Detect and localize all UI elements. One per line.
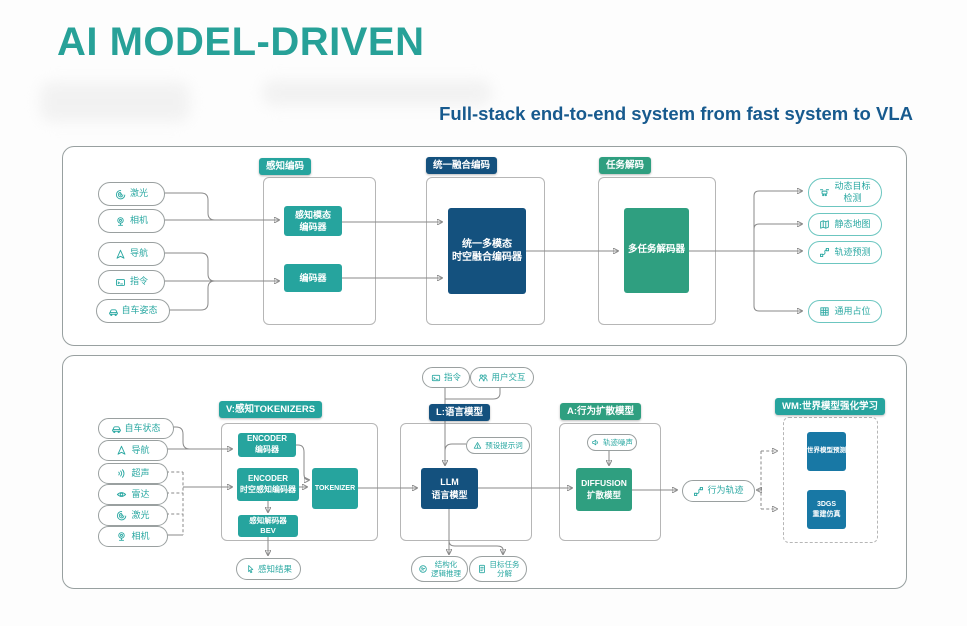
pill-label: 行为轨迹 [707,485,744,496]
output-pill-dynamic-target-detection: 动态目标 检测 [808,178,882,207]
background-smudge [40,82,190,122]
badge-perception-encoding: 感知编码 [259,158,312,175]
lidar-icon [115,189,126,200]
output-pill-general-occupancy: 通用占位 [808,300,882,323]
badge-task-decoding: 任务解码 [599,157,652,174]
pill-label: 雷达 [131,488,150,499]
pill-label: 指令 [129,276,148,287]
top-pill-user-interaction: 用户交互 [470,367,534,388]
badge-language-model: L:语言模型 [429,404,490,421]
badge-world-model-rl: WM:世界模型强化学习 [775,398,886,415]
ultrasonic-icon [116,468,127,479]
input-pill-lidar: 激光 [98,505,168,526]
reasoning-icon [418,564,428,574]
input-pill-camera: 相机 [98,209,165,233]
badge-behavior-diffusion-model: A:行为扩散模型 [560,403,642,420]
output-pill-trajectory-prediction: 轨迹预测 [808,241,882,264]
input-pill-ego-pose: 自车姿态 [96,299,170,323]
users-icon [478,373,488,383]
radar-icon [116,489,127,500]
input-pill-ultrasonic: 超声 [98,463,168,484]
pointer-icon [245,564,255,574]
badge-perception-tokenizers: V:感知TOKENIZERS [219,401,323,418]
command-icon [431,373,441,383]
box-perception-decoder-bev: 感知解码器 BEV [238,515,298,537]
pill-label: 导航 [131,444,150,455]
noise-icon [591,438,600,447]
box-world-model-prediction: 世界模型预测 [807,432,846,471]
pill-label: 目标任务 分解 [489,559,520,578]
navigation-icon [115,249,126,260]
panel-vla-system: V:感知TOKENIZERS L:语言模型 A:行为扩散模型 WM:世界模型强化… [62,355,907,589]
vehicle-icon [108,306,119,317]
camera-icon [116,531,127,542]
command-icon [115,277,126,288]
box-multitask-decoder: 多任务解码器 [624,208,689,293]
box-tokenizer: TOKENIZER [312,468,358,509]
pill-label: 轨迹预测 [834,246,871,257]
top-pill-command: 指令 [422,367,470,388]
box-3dgs-reconstruction: 3DGS 重建仿真 [807,490,846,529]
box-unified-fusion-encoder: 统一多模态 时空融合编码器 [448,208,526,294]
input-pill-navigation: 导航 [98,242,165,266]
box-diffusion: DIFFUSION 扩散模型 [576,468,632,511]
box-encoder: 编码器 [284,264,342,292]
box-st-perception-encoder: ENCODER 时空感知编码器 [237,468,299,501]
pill-label: 预设提示词 [485,440,523,450]
pill-label: 相机 [131,530,150,541]
box-llm: LLM 语言模型 [421,468,478,509]
box-perception-modal-encoder: 感知模态 编码器 [284,206,342,236]
pill-label: 感知结果 [257,563,292,574]
pill-label: 自车状态 [124,422,161,433]
pill-label: 轨迹噪声 [603,437,633,447]
input-pill-command: 指令 [98,270,165,294]
pill-label: 用户交互 [491,372,526,383]
map-icon [819,219,830,230]
frame-perception-encoding [263,177,376,325]
pill-preset-prompt: 预设提示词 [466,437,530,454]
vehicle-icon [111,423,122,434]
page-title: AI MODEL-DRIVEN [57,20,425,64]
trajectory-icon [819,247,830,258]
pill-structured-reasoning: 结构化 逻辑推理 [411,556,468,582]
panel-fast-system: 感知编码 统一融合编码 任务解码 激光 相机 导航 指令 自车姿态 感知模态 编… [62,146,907,346]
pill-label: 动态目标 检测 [834,181,871,203]
input-pill-navigation: 导航 [98,440,168,461]
camera-icon [115,216,126,227]
pill-label: 静态地图 [834,218,871,229]
prompt-icon [473,441,482,450]
input-pill-radar: 雷达 [98,484,168,505]
box-encoder: ENCODER 编码器 [238,433,296,457]
output-pill-static-map: 静态地图 [808,213,882,236]
background-smudge [262,80,492,106]
input-pill-lidar: 激光 [98,182,165,206]
pill-label: 导航 [129,248,148,259]
tasks-icon [477,564,487,574]
lidar-icon [116,510,127,521]
navigation-icon [116,445,127,456]
pill-behavior-trajectory: 行为轨迹 [682,480,755,502]
pill-label: 超声 [131,467,150,478]
pill-perception-result: 感知结果 [236,558,301,580]
pill-task-decomposition: 目标任务 分解 [469,556,527,582]
pill-label: 相机 [129,215,148,226]
pill-label: 结构化 逻辑推理 [431,559,461,578]
page-subtitle: Full-stack end-to-end system from fast s… [439,103,913,124]
dynamic-target-icon [819,187,830,198]
connectors-top-panel [163,147,906,345]
occupancy-icon [819,306,830,317]
input-pill-camera: 相机 [98,526,168,547]
pill-label: 激光 [129,188,148,199]
input-pill-ego-state: 自车状态 [98,418,174,439]
badge-unified-fusion-encoding: 统一融合编码 [426,157,498,174]
connectors-bottom-panel [166,386,906,588]
pill-label: 自车姿态 [121,305,158,316]
pill-label: 指令 [443,372,461,383]
pill-label: 通用占位 [834,305,871,316]
pill-trajectory-noise: 轨迹噪声 [587,434,637,451]
trajectory-icon [693,486,704,497]
pill-label: 激光 [131,509,150,520]
